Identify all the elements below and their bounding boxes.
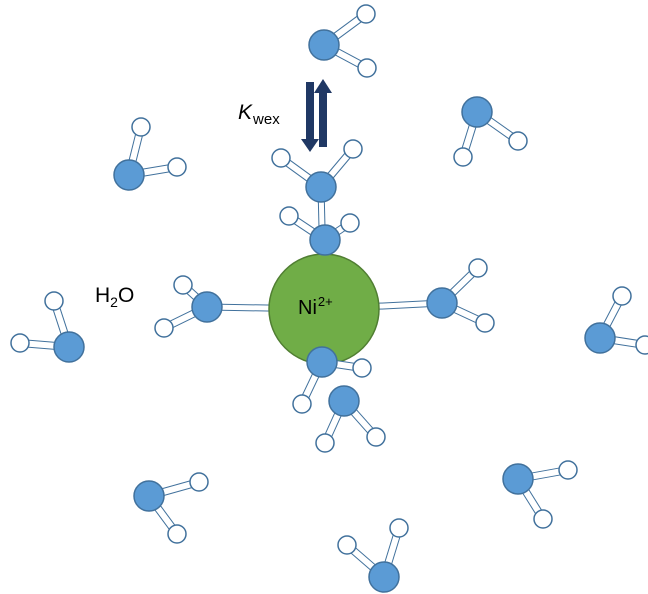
water-label-subscript: 2	[110, 294, 118, 310]
hydrogen-atom	[453, 147, 473, 167]
water-label-h: H	[95, 284, 111, 307]
rate-constant-label: Kwex	[238, 101, 280, 128]
water-label: H2O	[95, 284, 135, 310]
water-molecule	[113, 117, 187, 191]
hydrogen-atom	[173, 275, 193, 295]
hydrogen-atom	[131, 117, 151, 137]
hydrogen-atom	[167, 524, 187, 544]
oxygen-atom	[53, 331, 85, 363]
oxygen-atom	[461, 96, 493, 128]
hydrogen-atom	[356, 4, 376, 24]
oxygen-atom	[584, 322, 616, 354]
coordinated-water-molecule	[292, 346, 372, 414]
coordinated-water-molecule	[271, 139, 363, 203]
hydrogen-atom	[343, 139, 363, 159]
oxygen-atom	[305, 171, 337, 203]
water-molecule	[308, 4, 377, 78]
up-arrow-shaft	[319, 93, 327, 147]
hydrogen-atom	[154, 318, 174, 338]
nickel-charge: 2+	[317, 294, 333, 309]
hydrogen-atom	[279, 206, 299, 226]
coordinated-water-molecule	[426, 258, 495, 333]
hydrogen-atom	[635, 335, 648, 355]
hydrogen-atom	[44, 291, 64, 311]
nickel-symbol: Ni	[298, 297, 317, 319]
oxygen-atom	[191, 291, 223, 323]
hydrogen-atom	[468, 258, 488, 278]
water-molecule	[133, 472, 209, 544]
oxygen-atom	[368, 561, 400, 593]
oxygen-atom	[133, 480, 165, 512]
hydrogen-atom	[357, 58, 377, 78]
oxygen-atom	[426, 287, 458, 319]
water-molecule	[315, 385, 386, 453]
rate-constant-symbol: K	[238, 101, 253, 124]
hydrogen-atom	[389, 518, 409, 538]
nickel-ion-label: Ni2+	[298, 294, 333, 320]
hydrogen-atom	[167, 157, 187, 177]
oxygen-atom	[308, 29, 340, 61]
water-label-o: O	[117, 284, 135, 307]
hydrogen-atom	[475, 313, 495, 333]
hydrogen-atom	[337, 535, 357, 555]
rate-constant-subscript: wex	[253, 111, 280, 128]
oxygen-atom	[113, 159, 145, 191]
oxygen-atom	[306, 346, 338, 378]
water-molecule	[584, 286, 648, 355]
hydrogen-atom	[292, 394, 312, 414]
water-molecule	[279, 206, 360, 256]
hydrogen-atom	[508, 131, 528, 151]
hydrogen-atom	[189, 472, 209, 492]
water-molecule	[10, 291, 85, 363]
down-arrow-head	[301, 139, 319, 152]
coordinated-water-molecule	[154, 275, 223, 338]
oxygen-atom	[328, 385, 360, 417]
water-molecule	[337, 518, 409, 593]
hydrogen-atom	[315, 433, 335, 453]
water-molecule	[502, 460, 578, 529]
oxygen-atom	[502, 463, 534, 495]
hydrogen-atom	[612, 286, 632, 306]
water-molecules	[10, 4, 648, 593]
exchange-arrows	[301, 79, 332, 152]
down-arrow-shaft	[306, 82, 314, 139]
hydrogen-atom	[366, 427, 386, 447]
hydrogen-atom	[558, 460, 578, 480]
hydrogen-atom	[533, 509, 553, 529]
hydrogen-atom	[340, 213, 360, 233]
hydrogen-atom	[10, 333, 30, 353]
up-arrow-head	[314, 79, 332, 93]
hydrogen-atom	[352, 358, 372, 378]
oxygen-atom	[309, 224, 341, 256]
water-molecule	[453, 96, 528, 167]
hydrogen-atom	[271, 148, 291, 168]
